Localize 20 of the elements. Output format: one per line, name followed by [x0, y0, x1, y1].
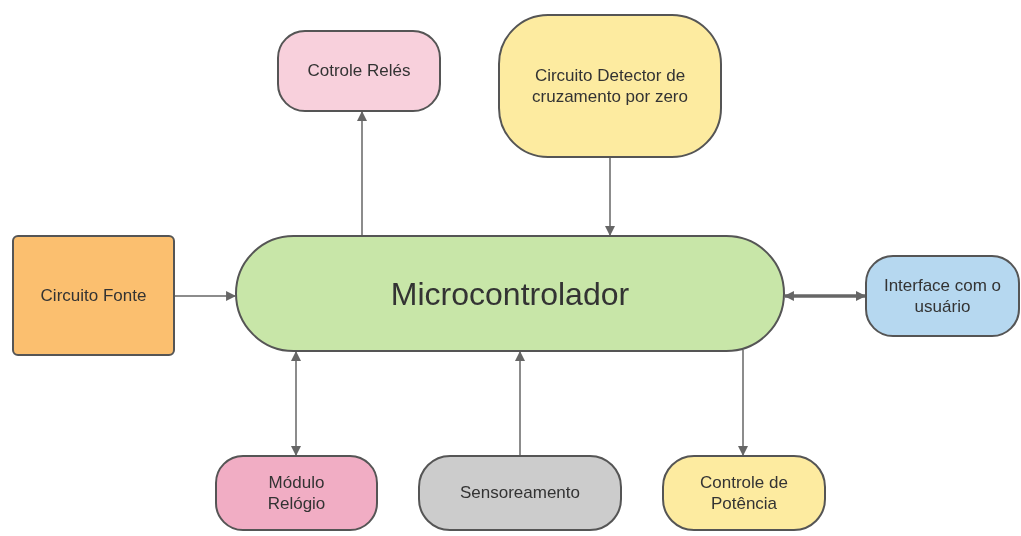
rounded-box [498, 14, 722, 158]
arrow [357, 111, 367, 236]
rounded-box [277, 30, 441, 112]
node-label: Controle de Potência [699, 471, 789, 515]
node-label: Sensoreamento [460, 482, 580, 504]
rounded-box [418, 455, 622, 531]
rounded-box [215, 455, 378, 531]
arrow [291, 351, 301, 456]
node-label: Cotrole Relés [307, 60, 411, 82]
node-label: Circuito Detector de cruzamento por zero [531, 64, 689, 108]
arrow [605, 157, 615, 236]
rounded-box [662, 455, 826, 531]
node-label: Microcontrolador [390, 274, 630, 314]
rounded-box [12, 235, 175, 356]
node-label: Módulo Relógio [266, 471, 327, 515]
arrow [174, 291, 237, 301]
node-label: Circuito Fonte [40, 284, 147, 307]
rounded-box [865, 255, 1020, 337]
arrow [515, 351, 525, 456]
node-label: Interface com o usuário [882, 274, 1003, 318]
